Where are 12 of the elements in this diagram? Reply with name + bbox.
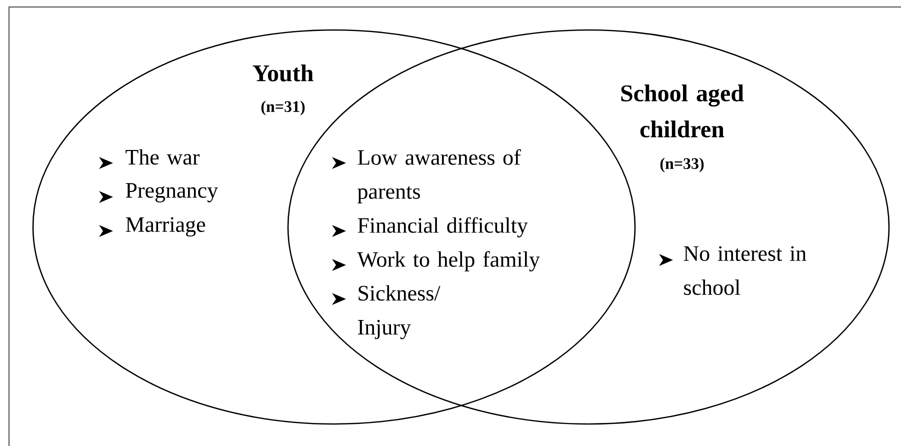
list-item: Low awareness of parents bbox=[358, 149, 521, 204]
list-item: The war bbox=[126, 149, 200, 165]
set-heading: School aged children bbox=[621, 84, 744, 138]
list-item: Pregnancy bbox=[126, 183, 218, 202]
sample-size: (n=31) bbox=[261, 100, 305, 116]
list-item: No interest in school bbox=[684, 246, 806, 295]
list-item: Marriage bbox=[126, 217, 206, 236]
set-heading: Youth bbox=[252, 64, 314, 82]
list-item: Work to help family bbox=[357, 251, 540, 272]
sample-size: (n=33) bbox=[660, 158, 704, 172]
list-item: Financial difficulty bbox=[358, 217, 528, 238]
list-item: Sickness/ Injury bbox=[358, 285, 440, 340]
